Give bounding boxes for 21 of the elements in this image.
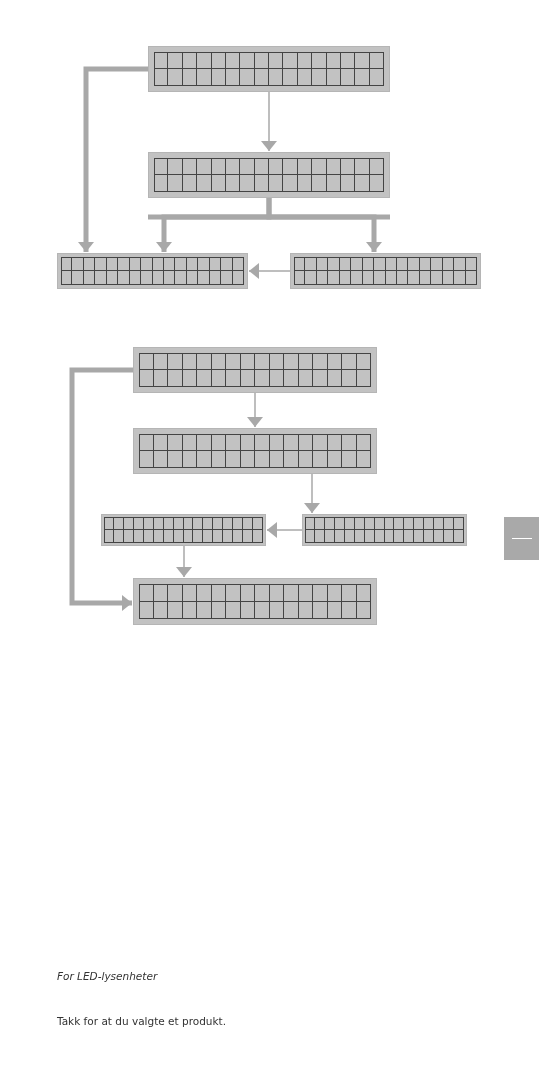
lcd-display	[302, 514, 467, 546]
arrow	[266, 198, 382, 252]
arrow	[78, 66, 148, 252]
lcd-display	[57, 253, 248, 289]
arrow	[176, 545, 192, 578]
arrow	[261, 91, 277, 152]
arrow	[247, 392, 263, 428]
lcd-display	[133, 578, 377, 625]
section-heading: For LED-lysenheter	[57, 970, 158, 982]
arrow	[266, 522, 303, 538]
lcd-display	[148, 152, 390, 198]
arrow	[304, 473, 320, 514]
lcd-display	[101, 514, 266, 546]
body-text: Takk for at du valgte et produkt.	[57, 1015, 227, 1027]
lcd-display	[148, 46, 390, 92]
arrow	[69, 367, 133, 611]
lcd-display	[133, 428, 377, 474]
lcd-display	[290, 253, 481, 289]
lcd-display	[133, 347, 377, 393]
arrow	[248, 263, 291, 279]
connector-bar	[148, 214, 390, 220]
